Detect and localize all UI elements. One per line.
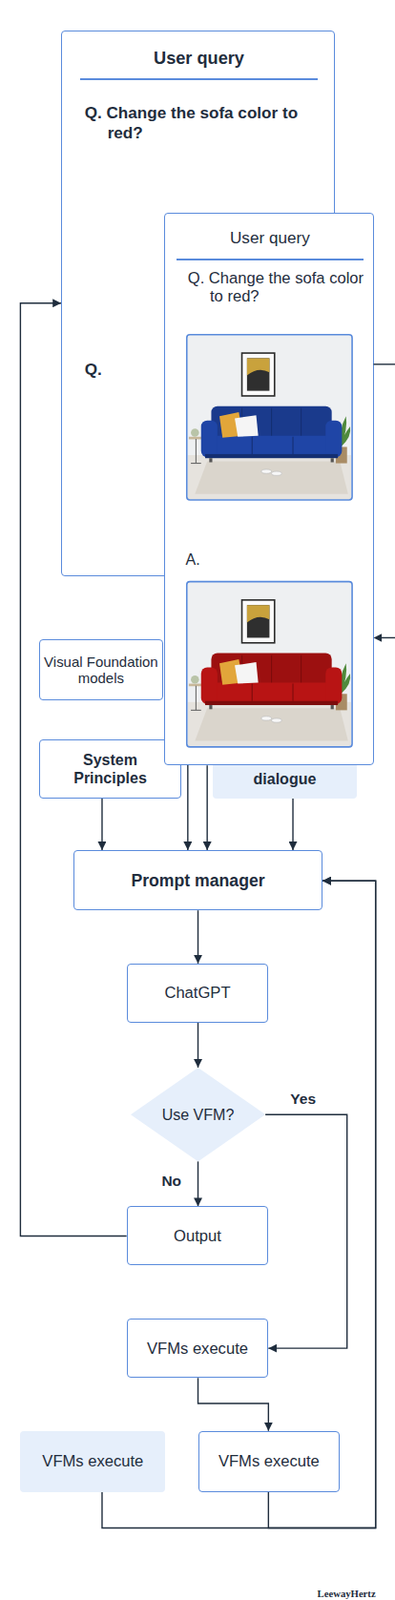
process-box: Prompt manager <box>73 850 323 911</box>
process-box: System Principles <box>39 739 183 799</box>
query-marker: Q. <box>84 360 126 381</box>
answer-marker: A. <box>186 550 228 569</box>
node-label: Output <box>173 1226 222 1246</box>
node-label: Use VFM? <box>162 1105 235 1123</box>
node-label: Prompt manager <box>130 871 265 891</box>
connector-arrow <box>197 1161 199 1206</box>
node-label: VFMs execute <box>146 1339 249 1358</box>
node-label: dialogue <box>252 769 316 788</box>
edge-label: Yes <box>290 1090 316 1108</box>
stub-arrowhead <box>374 633 383 643</box>
connector-arrow <box>291 798 293 852</box>
node-label: VFMs execute <box>218 1452 320 1471</box>
node-label: ChatGPT <box>164 983 230 1002</box>
process-box: ChatGPT <box>126 963 270 1023</box>
edge-label: No <box>161 1172 182 1190</box>
process-box: VFMs execute <box>198 1431 341 1493</box>
watermark: LeewayHertz <box>317 1587 376 1600</box>
node-label: Visual Foundation models <box>40 653 163 687</box>
process-box: VFMs execute <box>20 1431 166 1493</box>
connector-arrow <box>265 1114 348 1349</box>
decision-diamond: Use VFM? <box>130 1067 266 1162</box>
process-box: Output <box>126 1205 270 1266</box>
panel-title: User query <box>176 225 364 260</box>
query-panel: User query Q. Change the sofa color to re… <box>164 212 374 767</box>
diamond-shape <box>130 1067 266 1162</box>
connector-arrow <box>198 1377 270 1432</box>
query-text: Q. Change the sofa color to red? <box>84 103 331 145</box>
connector-arrow <box>197 1022 199 1068</box>
connector-arrow <box>101 798 103 852</box>
process-box: Visual Foundation models <box>39 639 165 701</box>
stub-line <box>374 363 395 365</box>
stub-line <box>379 637 395 639</box>
node-label: VFMs execute <box>41 1452 144 1471</box>
connector-arrow <box>197 910 199 964</box>
node-label: System Principles <box>59 750 162 787</box>
process-box: VFMs execute <box>126 1318 270 1378</box>
panel-title: User query <box>80 45 317 81</box>
query-text: Q. Change the sofa color to red? <box>187 270 367 306</box>
connector-arrow <box>206 765 208 851</box>
